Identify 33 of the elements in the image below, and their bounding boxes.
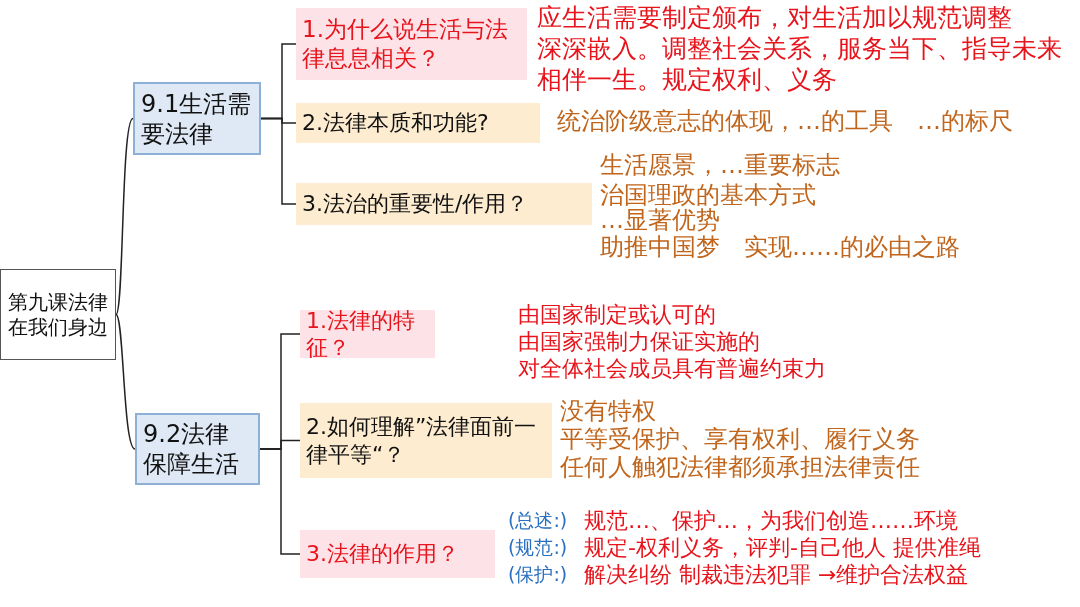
tag-label: (保护:) [508,564,568,586]
question-box: 2.法律本质和功能? [296,103,540,143]
answer-text: 统治阶级意志的体现，…的工具 …的标尺 [557,108,1014,136]
section-box: 9.1生活需要法律 [133,82,261,155]
answer-text: 治国理政的基本方式 [600,182,816,209]
tag-label: (规范:) [508,537,568,559]
question-box: 1.为什么说生活与法律息息相关？ [296,8,527,80]
section-box: 9.2法律保障生活 [135,413,260,485]
question-box: 1.法律的特征？ [300,310,435,358]
answer-text: …显著优势 [600,207,720,235]
answer-text: 相伴一生。规定权利、义务 [537,66,837,95]
connector-line [115,117,134,316]
answer-text: 平等受保护、享有权利、履行义务 [560,426,920,454]
answer-text: 助推中国梦 实现……的必由之路 [600,234,960,262]
answer-text: 由国家制定或认可的 [518,302,716,328]
root-box: 第九课法律在我们身边 [0,269,116,360]
answer-text: 规范…、保护…，为我们创造……环境 [584,508,958,534]
answer-text: 深深嵌入。调整社会关系，服务当下、指导未来 [537,35,1062,64]
answer-text: 应生活需要制定颁布，对生活加以规范调整 [537,4,1012,33]
connector-line [115,313,136,450]
question-box: 3.法治的重要性/作用？ [296,183,592,225]
answer-text: 解决纠纷 制裁违法犯罪 →维护合法权益 [584,562,969,588]
answer-text: 由国家强制力保证实施的 [518,329,760,355]
question-box: 2.如何理解”法律面前一律平等“？ [300,403,552,478]
answer-text: 规定-权利义务，评判-自己他人 提供准绳 [584,535,981,561]
answer-text: 任何人触犯法律都须承担法律责任 [560,454,920,482]
answer-text: 没有特权 [560,398,656,426]
answer-text: 对全体社会成员具有普遍约束力 [518,356,826,382]
question-box: 3.法律的作用？ [300,530,495,578]
tag-label: (总述:) [508,510,568,532]
answer-text: 生活愿景，…重要标志 [600,152,840,180]
connector-line [259,448,301,555]
connector-line [260,117,297,205]
